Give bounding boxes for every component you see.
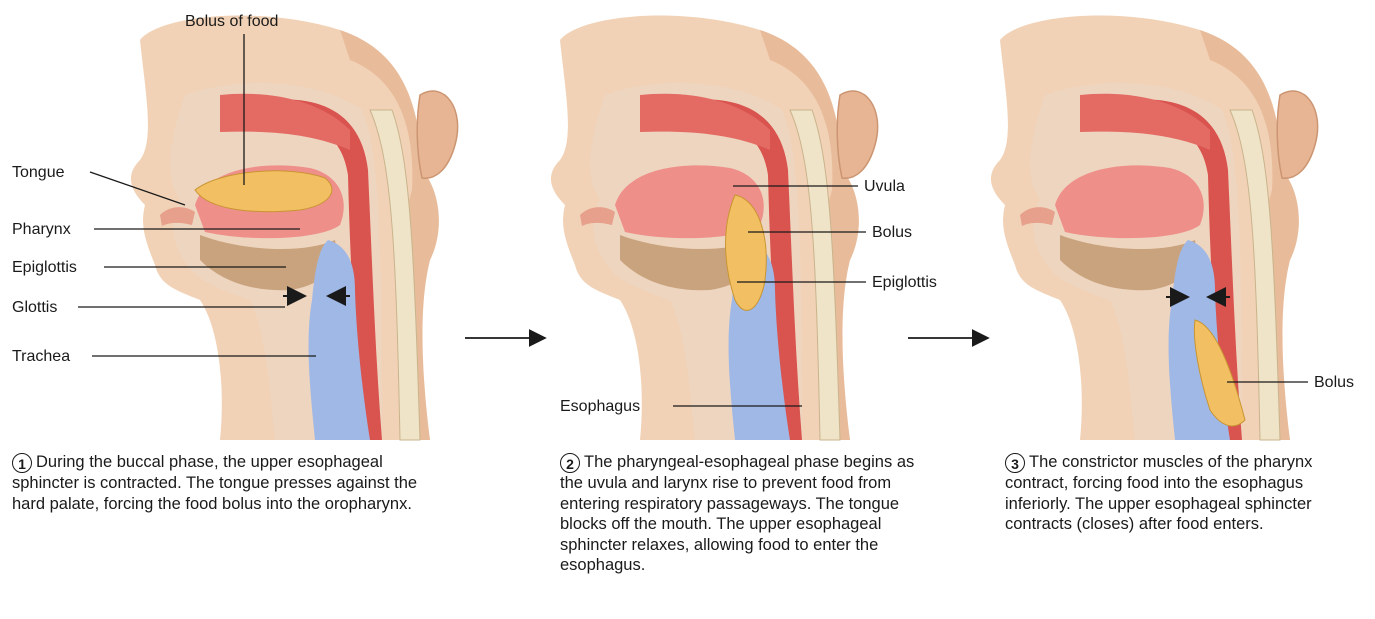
step-number-3: 3 xyxy=(1005,453,1025,473)
step-number-1: 1 xyxy=(12,453,32,473)
label-epiglottis-1: Epiglottis xyxy=(12,259,77,276)
label-uvula: Uvula xyxy=(864,178,905,195)
label-bolus-3: Bolus xyxy=(1314,374,1354,391)
panel-1: Bolus of food Tongue Pharynx Epiglottis … xyxy=(12,13,458,440)
panel-2: Uvula Bolus Epiglottis Esophagus xyxy=(551,16,937,440)
label-epiglottis-2: Epiglottis xyxy=(872,274,937,291)
label-bolus-of-food: Bolus of food xyxy=(185,13,278,30)
caption-text-3: The constrictor muscles of the pharynx c… xyxy=(1005,453,1312,533)
label-glottis: Glottis xyxy=(12,299,57,316)
caption-text-2: The pharyngeal-esophageal phase begins a… xyxy=(560,453,914,574)
label-pharynx: Pharynx xyxy=(12,221,71,238)
head-illustration-1 xyxy=(131,16,458,440)
label-tongue: Tongue xyxy=(12,164,65,181)
label-esophagus: Esophagus xyxy=(560,398,640,415)
panel-3: Bolus xyxy=(991,16,1354,440)
label-trachea: Trachea xyxy=(12,348,70,365)
head-illustration-2 xyxy=(551,16,878,440)
label-bolus-2: Bolus xyxy=(872,224,912,241)
step-number-2: 2 xyxy=(560,453,580,473)
head-illustration-3 xyxy=(991,16,1318,440)
caption-text-1: During the buccal phase, the upper esoph… xyxy=(12,453,417,513)
